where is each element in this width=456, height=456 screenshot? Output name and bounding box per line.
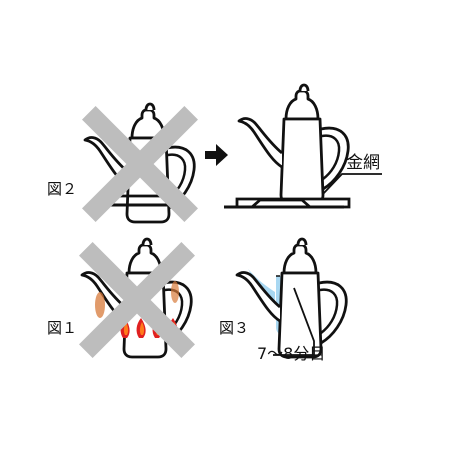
figure-1-label: 図１ [47,319,77,337]
wire-mesh-label: 金網 [346,153,380,173]
figure-2-correct-kettle: 金網 [224,83,382,209]
figure-2-wrong-kettle [85,102,194,222]
wire-mesh-leader-line [322,173,382,195]
right-arrow-icon [205,144,228,166]
fill-level-leader-line [273,287,315,356]
kettle-icon [235,237,348,359]
fill-level-label: 7～8分目 [257,344,325,363]
figure-1-wrong-kettle [82,237,191,357]
figure-2-label: 図２ [47,180,77,198]
scorch-mark [171,281,179,303]
scorch-mark [95,292,105,318]
figure-3-kettle-fill-level: 7～8分目 [235,237,348,363]
burner-rack [251,198,311,209]
figure-3-label: 図３ [219,319,249,337]
